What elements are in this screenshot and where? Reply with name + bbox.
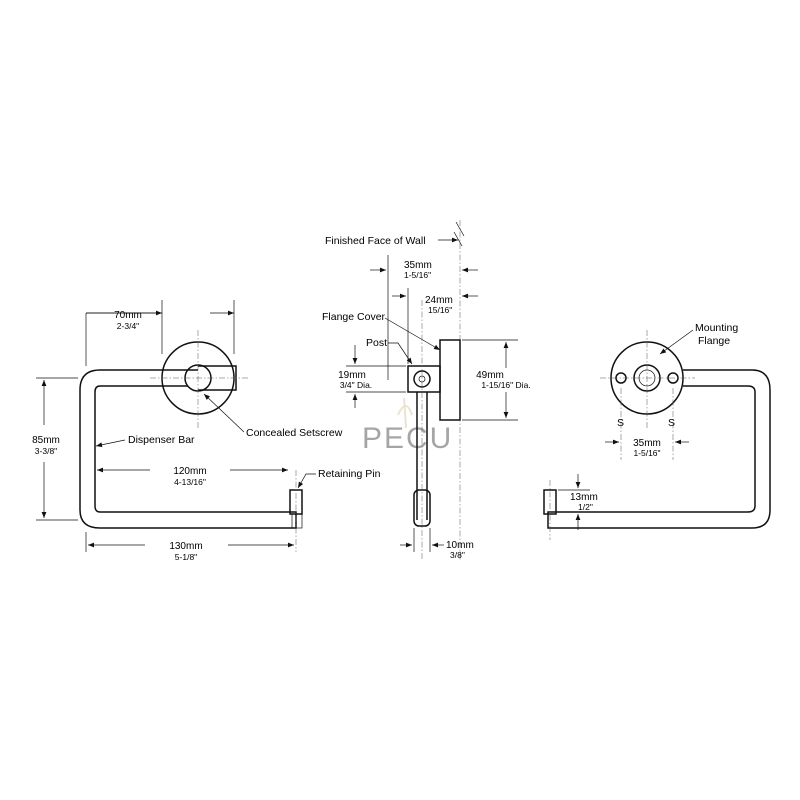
front-view: 70mm 2-3/4" 85mm 3-3/8" 120mm 4-13/16" 1… (32, 300, 381, 562)
back-view: Mounting Flange S S 35mm 1-5/16" 13mm 1/… (543, 322, 771, 540)
label-post: Post (366, 337, 387, 349)
label-setscrew-left: S (617, 417, 624, 429)
dim-overall-length-mm: 130mm (169, 541, 202, 552)
watermark: PECU (362, 397, 453, 455)
dim-projection-in: 1-5/16" (404, 270, 431, 280)
dim-bar-dia-in: 3/8" (450, 550, 465, 560)
dim-inner-length-in: 4-13/16" (174, 477, 206, 487)
watermark-text: PECU (362, 422, 453, 455)
flange-cover (439, 339, 461, 421)
dim-pin-height-mm: 13mm (570, 492, 598, 503)
dim-flange-width-mm: 70mm (114, 310, 142, 321)
post (407, 365, 441, 393)
dim-inner-length-mm: 120mm (173, 466, 206, 477)
dim-screw-spacing-in: 1-5/16" (633, 448, 660, 458)
dim-post-dia-in: 3/4" Dia. (340, 380, 372, 390)
dim-flange-width-in: 2-3/4" (117, 321, 139, 331)
dim-projection-mm: 35mm (404, 260, 432, 271)
label-setscrew-right: S (668, 417, 675, 429)
dim-flange-dia-in: 1-15/16" Dia. (481, 380, 530, 390)
dim-overall-height-in: 3-3/8" (35, 446, 57, 456)
dim-screw-spacing-mm: 35mm (633, 438, 661, 449)
label-mounting-flange-2: Flange (698, 335, 730, 347)
dim-bar-offset-mm: 24mm (425, 295, 453, 306)
label-flange-cover: Flange Cover (322, 311, 386, 323)
dim-bar-offset-in: 15/16" (428, 305, 452, 315)
back-retaining-pin (543, 489, 557, 515)
dim-bar-dia-mm: 10mm (446, 540, 474, 551)
label-retaining-pin: Retaining Pin (318, 468, 381, 480)
dim-flange-dia-mm: 49mm (476, 370, 504, 381)
dim-pin-height-in: 1/2" (578, 502, 593, 512)
label-mounting-flange-1: Mounting (695, 322, 738, 334)
side-view: Finished Face of Wall 35mm 1-5/16" 24mm … (322, 220, 531, 560)
back-dispenser-bar (547, 369, 771, 529)
label-finished-face-of-wall: Finished Face of Wall (325, 235, 426, 247)
dim-overall-height-mm: 85mm (32, 435, 60, 446)
label-concealed-setscrew: Concealed Setscrew (246, 427, 343, 439)
dim-overall-length-in: 5-1/8" (175, 552, 197, 562)
dispenser-bar (79, 369, 297, 529)
label-dispenser-bar: Dispenser Bar (128, 434, 195, 446)
dim-post-dia-mm: 19mm (338, 370, 366, 381)
